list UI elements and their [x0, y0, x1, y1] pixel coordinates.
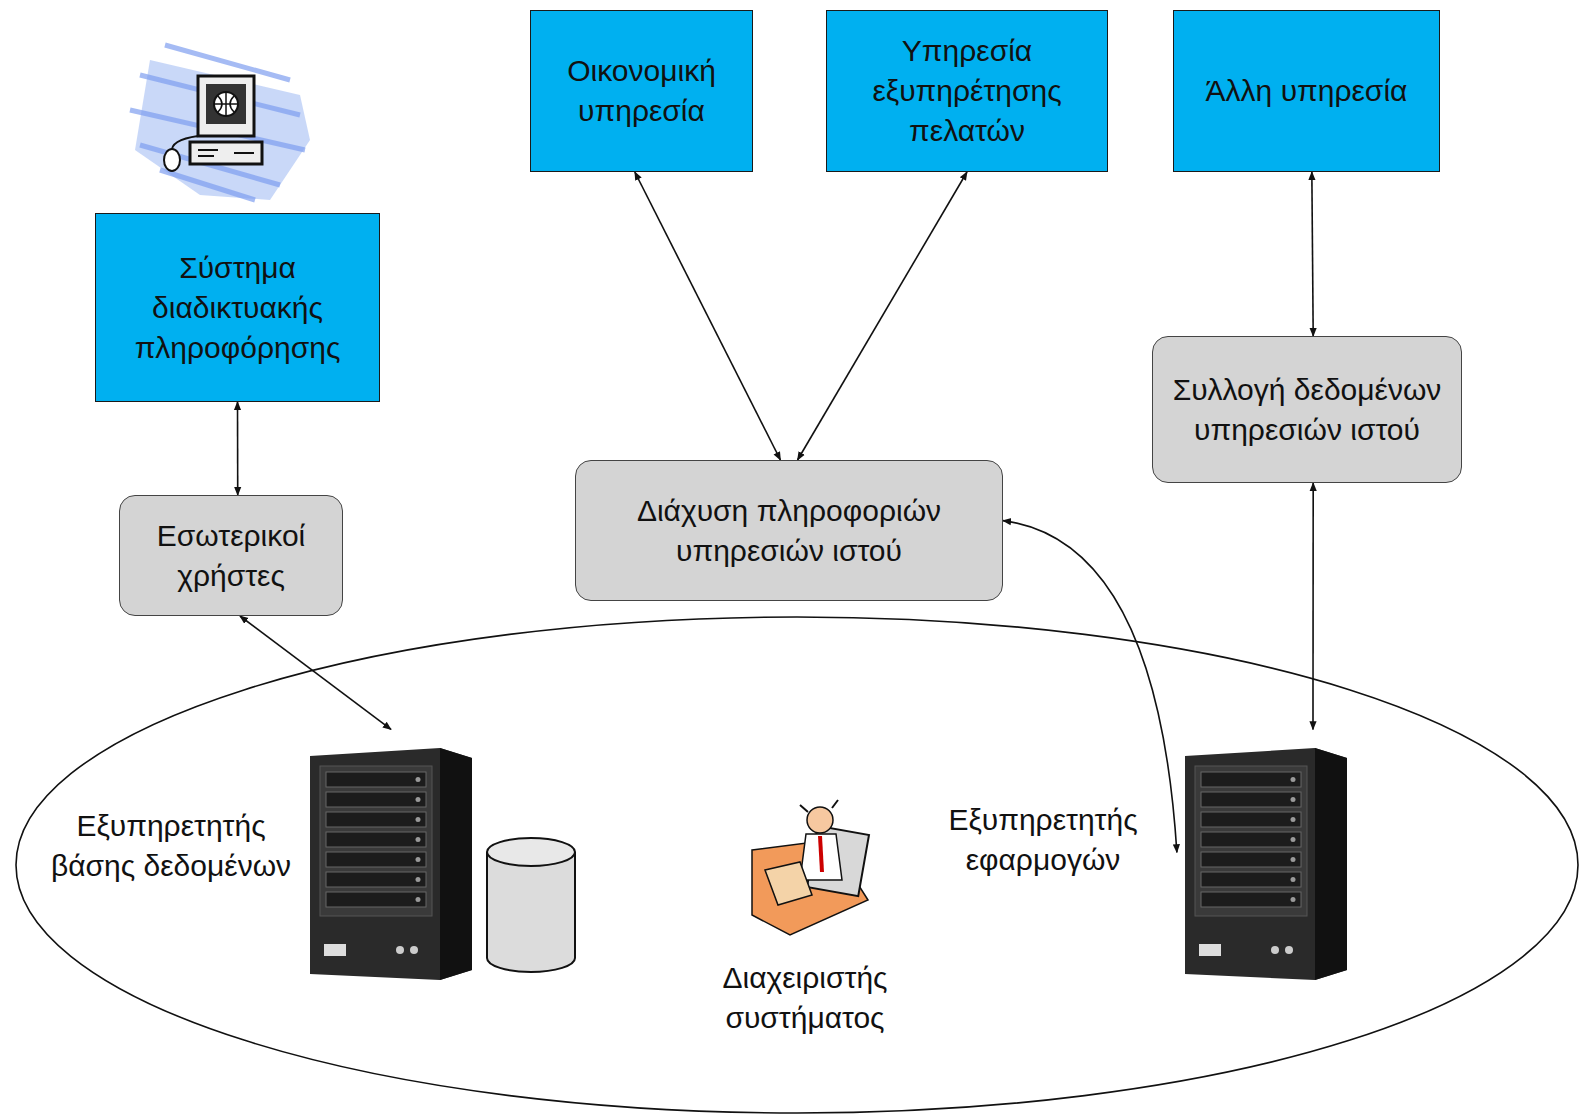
computer-icon — [130, 45, 310, 200]
box-text: Συλλογή δεδομένων υπηρεσιών ιστού — [1164, 370, 1450, 450]
administrator-icon — [752, 800, 869, 935]
role-label: Διαχειριστής συστήματος — [690, 958, 920, 1038]
box-text: Σύστημα διαδικτυακής πληροφόρησης — [107, 248, 368, 368]
connector-arrow — [1312, 172, 1313, 336]
server-icon — [1185, 748, 1347, 980]
connector-arrow — [237, 402, 239, 495]
service-box: Οικονομική υπηρεσία — [530, 10, 753, 172]
connector-arrow — [240, 616, 391, 729]
connector-arrow — [635, 172, 781, 460]
connector-arrow — [1003, 521, 1177, 853]
server-label: Εξυπηρετητής βάσης δεδομένων — [46, 806, 296, 886]
process-box: Εσωτερικοί χρήστες — [119, 495, 343, 616]
box-text: Εσωτερικοί χρήστες — [131, 516, 331, 596]
server-icon — [310, 748, 472, 980]
box-text: Άλλη υπηρεσία — [1206, 71, 1408, 111]
process-box: Συλλογή δεδομένων υπηρεσιών ιστού — [1152, 336, 1462, 483]
system-boundary — [16, 617, 1578, 1113]
box-text: Οικονομική υπηρεσία — [542, 51, 741, 131]
connector-arrow — [1312, 483, 1314, 729]
box-text: Διάχυση πληροφοριών υπηρεσιών ιστού — [587, 491, 991, 571]
server-node: Εξυπηρετητής βάσης δεδομένων — [310, 748, 472, 980]
connector-arrow — [798, 172, 967, 460]
box-text: Υπηρεσία εξυπηρέτησης πελατών — [838, 31, 1096, 151]
process-box: Διάχυση πληροφοριών υπηρεσιών ιστού — [575, 460, 1003, 601]
server-label: Εξυπηρετητής εφαρμογών — [923, 800, 1163, 880]
service-box: Υπηρεσία εξυπηρέτησης πελατών — [826, 10, 1108, 172]
database-cylinder — [487, 838, 575, 972]
service-box: Άλλη υπηρεσία — [1173, 10, 1440, 172]
service-box: Σύστημα διαδικτυακής πληροφόρησης — [95, 213, 380, 402]
server-node: Εξυπηρετητής εφαρμογών — [1185, 748, 1347, 980]
